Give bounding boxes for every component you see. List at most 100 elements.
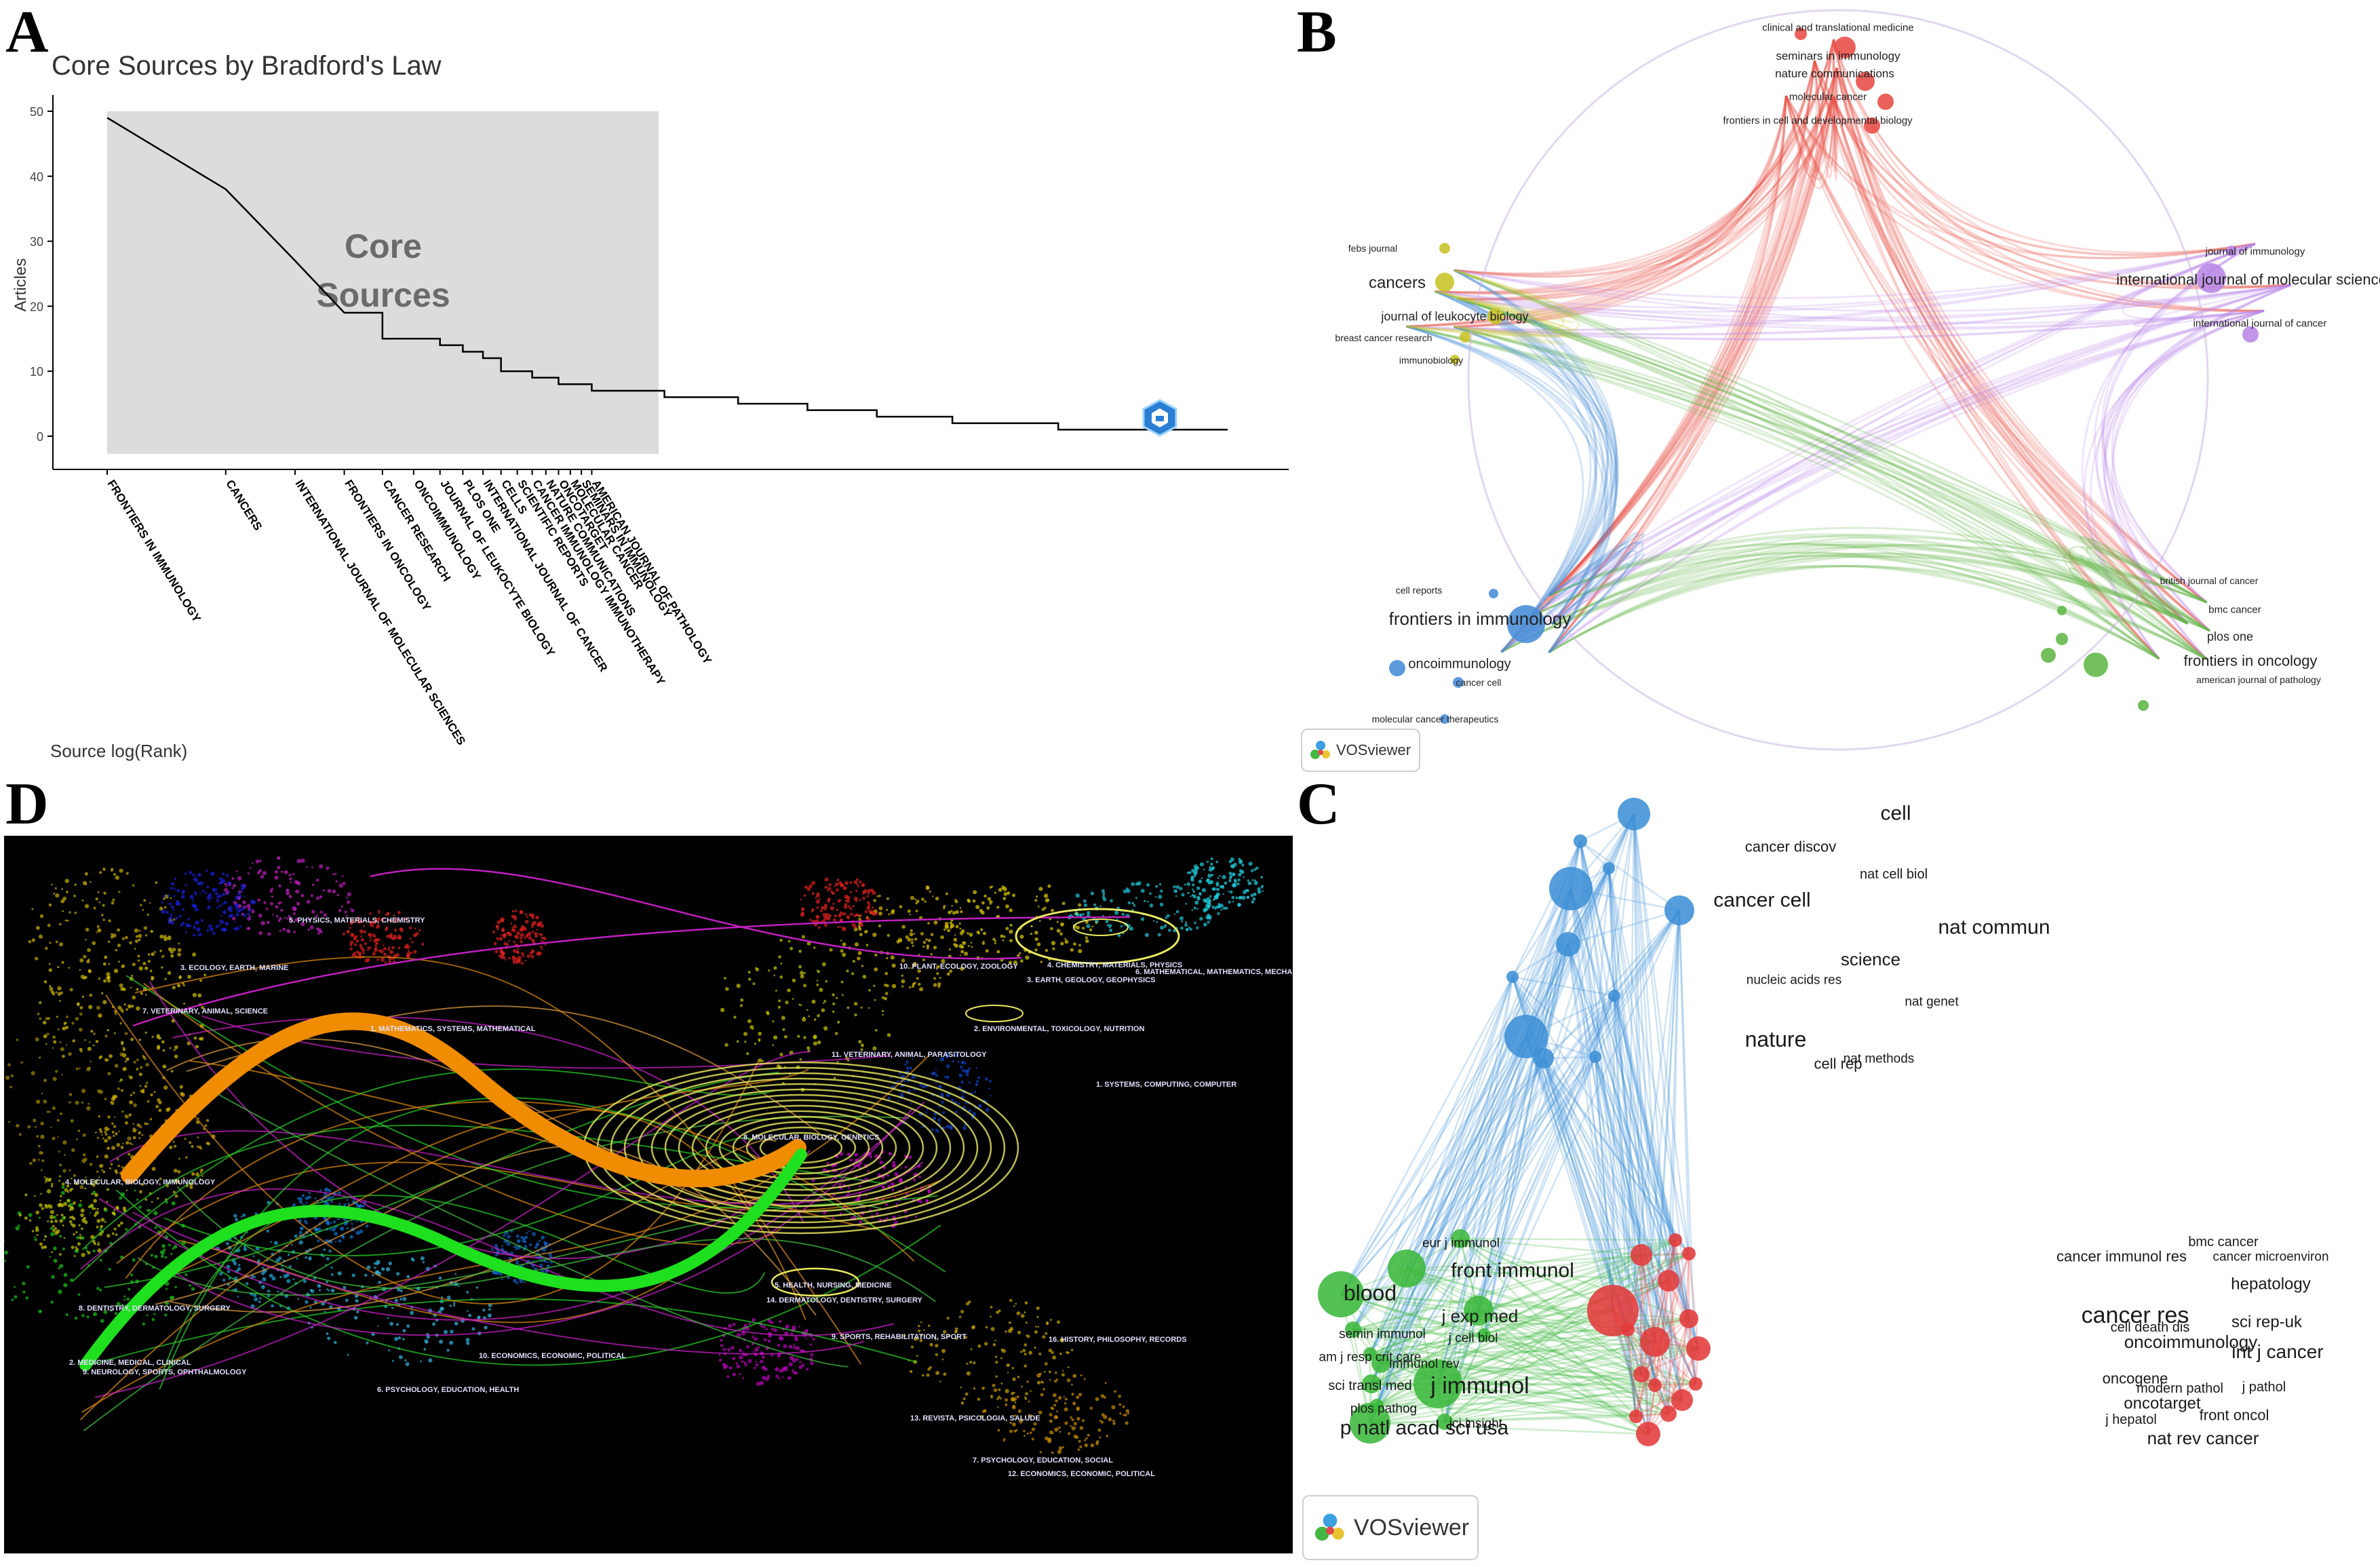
scatter-point: [1064, 1402, 1066, 1404]
scatter-point: [811, 1000, 815, 1004]
scatter-point: [97, 1208, 99, 1210]
scatter-point: [943, 905, 945, 908]
scatter-point: [339, 883, 343, 887]
scatter-point: [515, 1261, 520, 1265]
scatter-point: [164, 1313, 167, 1316]
scatter-point: [1125, 1421, 1129, 1425]
scatter-point: [326, 1281, 328, 1283]
scatter-point: [1145, 933, 1149, 937]
scatter-point: [850, 908, 853, 910]
scatter-point: [50, 1210, 54, 1214]
scatter-point: [1196, 897, 1201, 901]
scatter-point: [74, 1255, 76, 1257]
scatter-point: [237, 1296, 239, 1298]
scatter-point: [187, 975, 191, 979]
scatter-point: [524, 937, 526, 939]
scatter-point: [312, 884, 314, 886]
scatter-point: [811, 881, 815, 885]
scatter-point: [152, 1167, 156, 1171]
scatter-point: [184, 1138, 187, 1140]
scatter-point: [353, 952, 357, 955]
scatter-point: [896, 1203, 898, 1205]
scatter-point: [855, 1153, 858, 1157]
scatter-point: [423, 1261, 425, 1263]
scatter-point: [848, 1186, 850, 1188]
scatter-point: [846, 969, 848, 972]
scatter-point: [854, 1013, 857, 1016]
scatter-point: [892, 1189, 894, 1191]
scatter-point: [836, 888, 839, 891]
scatter-point: [124, 1003, 126, 1005]
map-label-10-economics-economic-political: 10. ECONOMICS, ECONOMIC, POLITICAL: [479, 1352, 626, 1360]
scatter-point: [195, 893, 197, 895]
scatter-point: [444, 1330, 448, 1334]
scatter-point: [41, 1159, 44, 1162]
scatter-point: [1164, 925, 1167, 927]
scatter-point: [395, 937, 397, 939]
scatter-point: [1179, 916, 1184, 921]
scatter-point: [194, 1037, 197, 1040]
scatter-point: [813, 1034, 817, 1038]
scatter-point: [90, 1030, 93, 1032]
scatter-point: [1189, 871, 1192, 874]
scatter-point: [532, 931, 534, 933]
map-label-8-dentistry-dermatology-surgery: 8. DENTISTRY, DERMATOLOGY, SURGERY: [79, 1304, 231, 1313]
scatter-point: [319, 895, 323, 899]
scatter-point: [515, 960, 519, 964]
scatter-point: [316, 1229, 318, 1231]
scatter-point: [79, 1234, 81, 1236]
scatter-point: [69, 1216, 72, 1219]
node-cell-reports: [1489, 589, 1498, 598]
scatter-point: [1201, 878, 1203, 880]
scatter-point: [161, 1255, 164, 1258]
scatter-point: [867, 895, 869, 897]
scatter-point: [956, 925, 959, 928]
scatter-point: [119, 984, 123, 988]
scatter-point: [1101, 1394, 1104, 1397]
scatter-point: [191, 1145, 193, 1148]
scatter-point: [855, 942, 859, 946]
scatter-point: [87, 1047, 92, 1051]
scatter-point: [330, 1200, 333, 1203]
scatter-point: [247, 912, 250, 915]
scatter-point: [218, 924, 220, 926]
scatter-point: [112, 1131, 115, 1134]
scatter-point: [80, 1214, 84, 1218]
scatter-point: [779, 1053, 783, 1056]
scatter-point: [14, 1286, 16, 1288]
scatter-point: [87, 948, 91, 952]
scatter-point: [1057, 1321, 1060, 1324]
scatter-point: [986, 1108, 990, 1112]
scatter-point: [359, 944, 362, 947]
scatter-point: [897, 1100, 899, 1102]
scatter-point: [278, 919, 281, 922]
scatter-point: [922, 946, 924, 948]
scatter-point: [76, 1236, 79, 1239]
scatter-point: [59, 1000, 61, 1002]
node-label-cancer-cell: cancer cell: [1456, 677, 1502, 688]
scatter-point: [114, 969, 118, 973]
scatter-point: [332, 889, 336, 893]
scatter-point: [994, 1340, 996, 1341]
scatter-point: [306, 866, 308, 868]
scatter-point: [1233, 874, 1235, 876]
scatter-point: [69, 911, 71, 913]
scatter-point: [996, 1398, 999, 1401]
scatter-point: [926, 886, 930, 890]
scatter-point: [129, 1100, 133, 1104]
scatter-point: [139, 930, 141, 932]
scatter-point: [239, 908, 242, 912]
scatter-point: [966, 1114, 968, 1116]
scatter-point: [783, 1366, 786, 1370]
scatter-point: [1030, 925, 1032, 927]
scatter-point: [28, 940, 31, 944]
scatter-point: [34, 1236, 35, 1237]
scatter-point: [193, 933, 195, 936]
scatter-point: [56, 1214, 58, 1216]
scatter-point: [53, 893, 55, 895]
scatter-point: [1058, 1396, 1061, 1399]
scatter-point: [241, 891, 243, 893]
scatter-point: [832, 1217, 834, 1219]
scatter-point: [1175, 890, 1177, 892]
scatter-point: [936, 972, 939, 975]
